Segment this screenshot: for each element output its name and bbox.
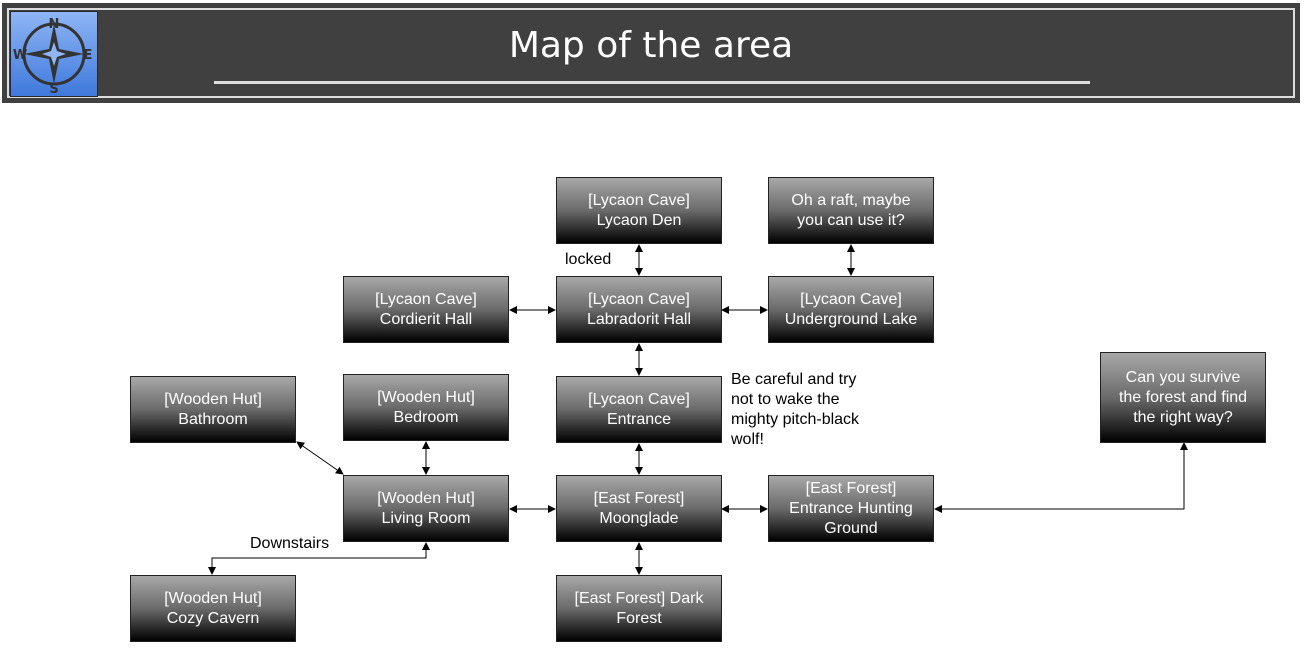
room-cave-entrance: [Lycaon Cave] Entrance: [556, 376, 722, 443]
room-cozy-cavern: [Wooden Hut] Cozy Cavern: [130, 575, 296, 642]
note-raft: Oh a raft, maybe you can use it?: [768, 177, 934, 244]
arrow-living-cozy: [208, 542, 430, 575]
label-locked: locked: [565, 251, 612, 268]
room-hunting-ground: [East Forest] Entrance Hunting Ground: [768, 475, 934, 542]
label-downstairs: Downstairs: [250, 535, 330, 552]
arrow-bathroom-living: [296, 441, 344, 475]
svg-text:S: S: [49, 82, 58, 96]
room-underground-lake: [Lycaon Cave] Underground Lake: [768, 276, 934, 343]
svg-text:N: N: [49, 17, 60, 32]
page-title: Map of the area: [508, 25, 794, 66]
arrow-hunting-survive: [934, 442, 1188, 513]
header-frame: [7, 8, 1295, 98]
compass-icon: N E S W: [10, 11, 98, 97]
header-banner: N E S W Map of the area: [2, 3, 1300, 103]
room-moonglade: [East Forest] Moonglade: [556, 475, 722, 542]
room-bedroom: [Wooden Hut] Bedroom: [343, 374, 509, 441]
svg-text:W: W: [13, 48, 27, 63]
room-lycaon-den: [Lycaon Cave] Lycaon Den: [556, 177, 722, 244]
label-careful: Be careful and try not to wake the might…: [731, 371, 860, 448]
room-living-room: [Wooden Hut] Living Room: [343, 475, 509, 542]
room-cordierit-hall: [Lycaon Cave] Cordierit Hall: [343, 276, 509, 343]
room-bathroom: [Wooden Hut] Bathroom: [130, 376, 296, 443]
note-survive: Can you survive the forest and find the …: [1100, 352, 1266, 443]
room-dark-forest: [East Forest] Dark Forest: [556, 575, 722, 642]
title-underline: [214, 81, 1090, 84]
room-labradorit-hall: [Lycaon Cave] Labradorit Hall: [556, 276, 722, 343]
svg-text:E: E: [84, 48, 93, 63]
